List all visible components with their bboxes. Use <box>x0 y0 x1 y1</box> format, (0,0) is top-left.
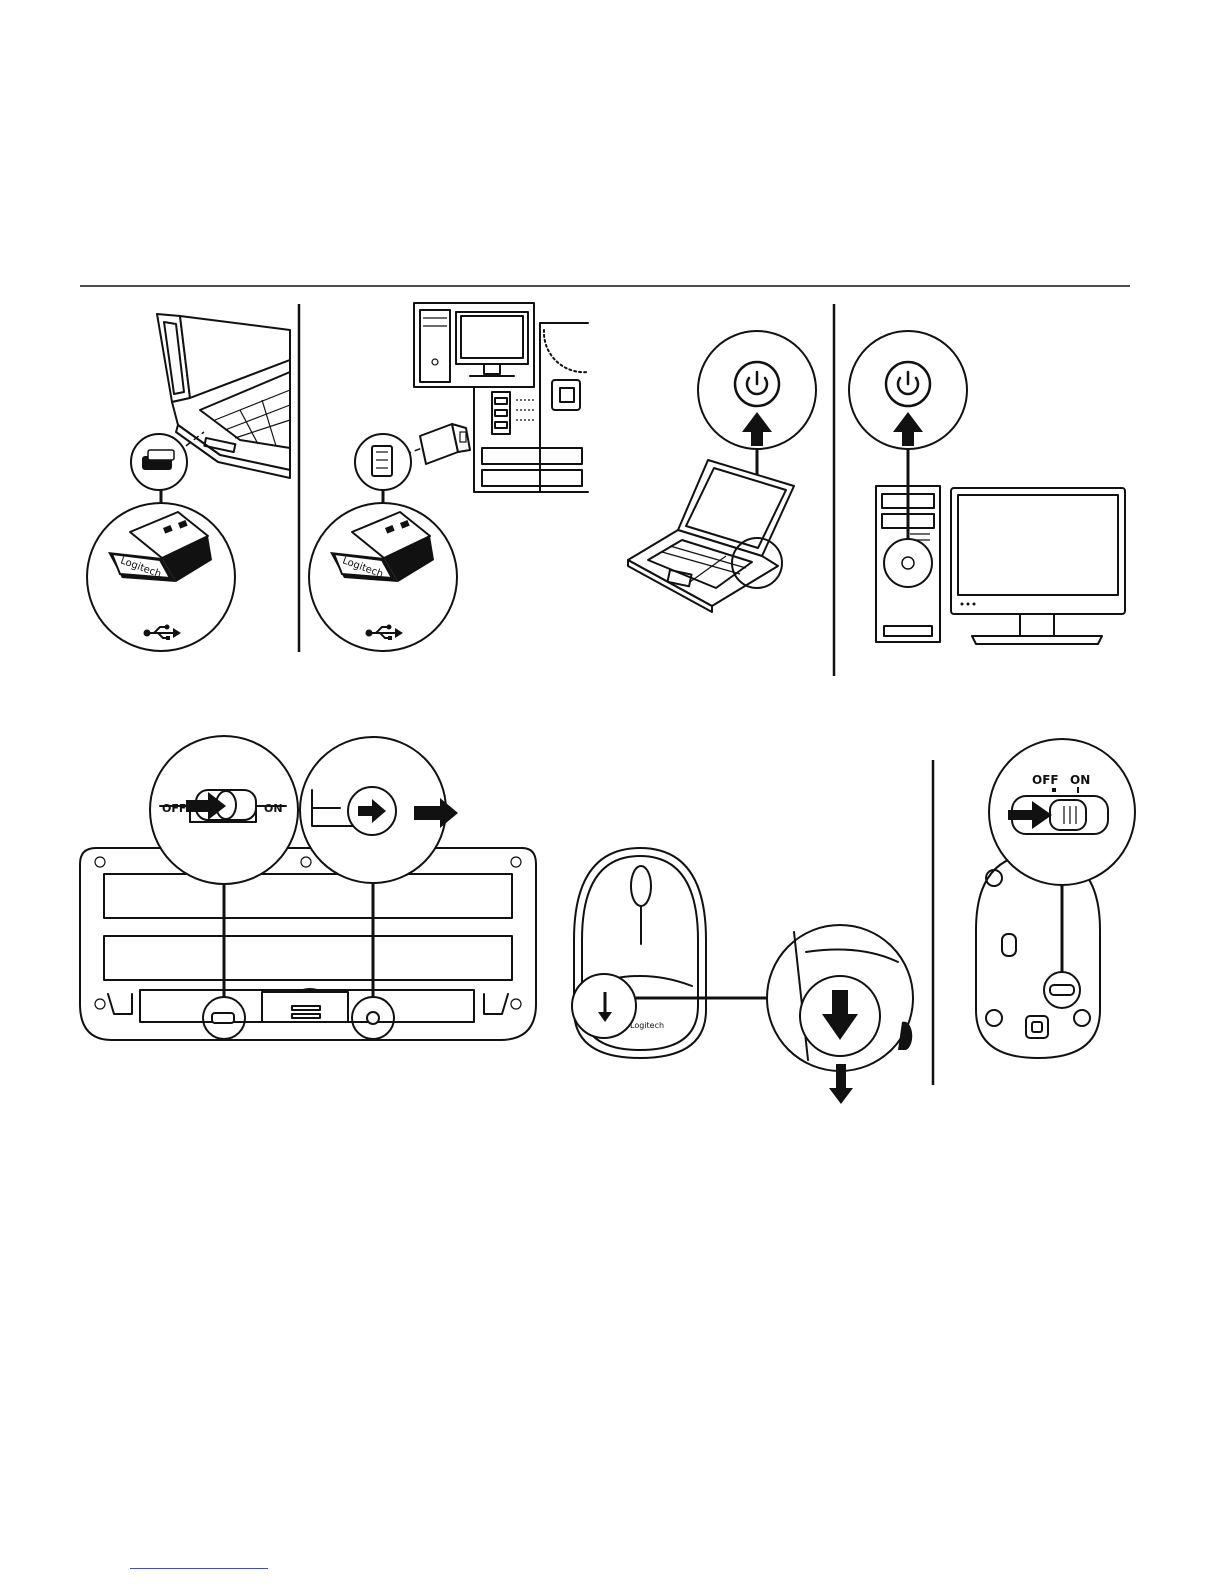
receiver-plug <box>420 424 470 464</box>
footer-link-underline[interactable] <box>130 1568 268 1569</box>
panel-mouse-switch: OFF ON <box>976 739 1135 1058</box>
laptop-illustration <box>628 460 794 612</box>
panel-laptop-power <box>628 331 816 612</box>
keyboard-switch-on-label: ON <box>264 802 283 815</box>
panel-laptop-receiver: Logitech <box>87 314 290 651</box>
power-icon <box>886 362 930 406</box>
keyboard-switch-off-label: OFF <box>162 802 186 815</box>
mouse-switch-on-label: ON <box>1070 773 1090 787</box>
panel-keyboard-switch: OFF ON <box>80 736 536 1040</box>
mouse-brand-label: Logitech <box>630 1021 664 1030</box>
panel-desktop-power <box>849 331 1125 644</box>
monitor-illustration <box>951 488 1125 644</box>
keyboard-underside <box>80 848 536 1040</box>
panel-mouse-top: Logitech <box>572 848 913 1104</box>
desktop-thumbnail <box>414 303 534 387</box>
panel-desktop-receiver: Logitech <box>309 303 588 651</box>
power-icon <box>735 362 779 406</box>
mouse-underside-illustration <box>976 854 1100 1058</box>
mouse-switch-off-label: OFF <box>1032 773 1059 787</box>
